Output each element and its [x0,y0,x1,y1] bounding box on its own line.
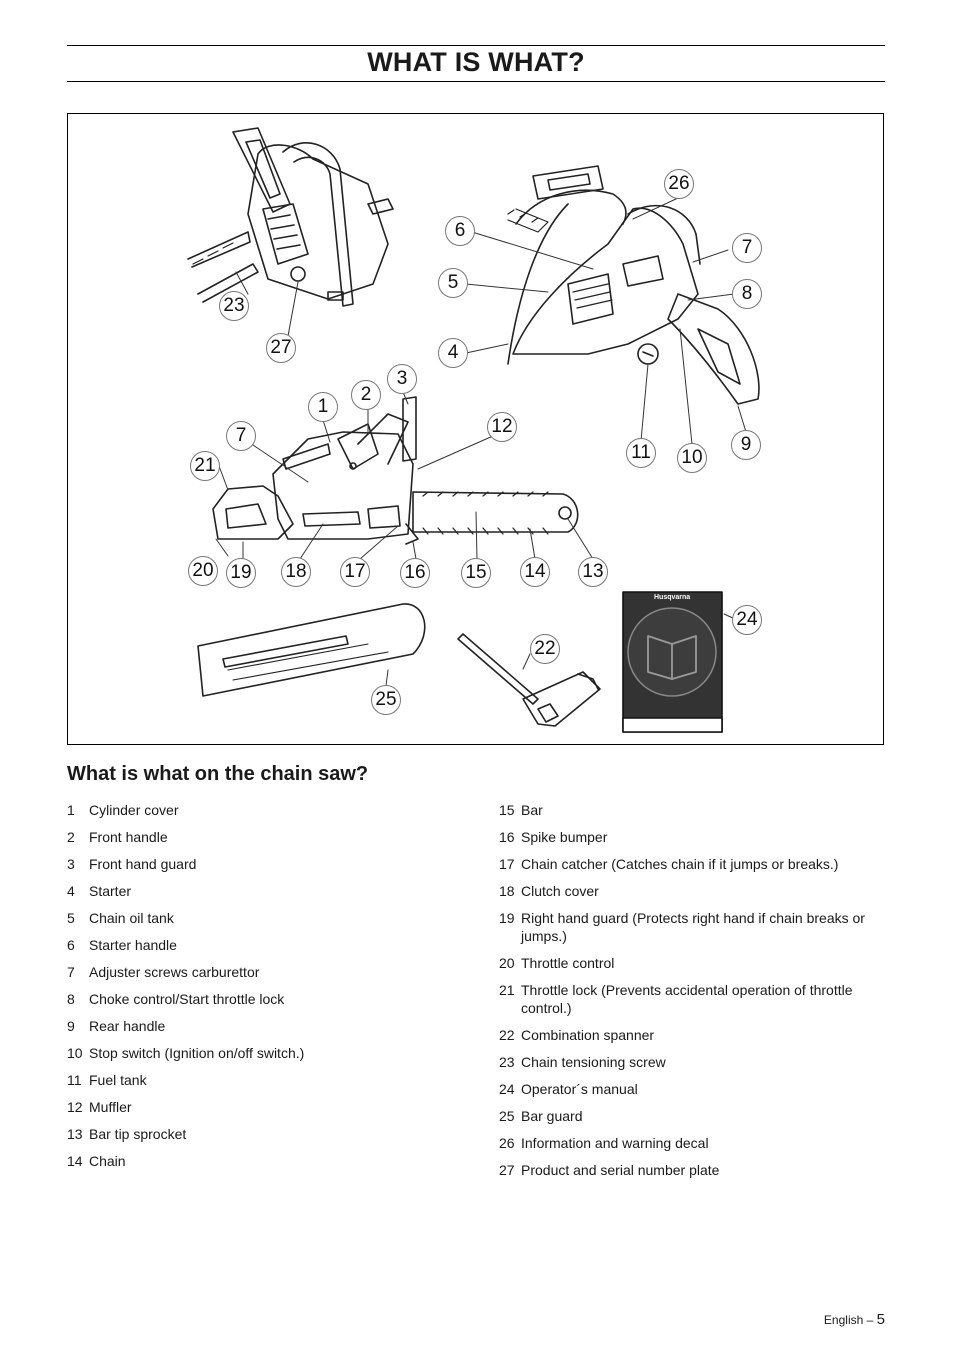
section-title: What is what on the chain saw? [67,763,369,785]
saw-side-view [212,396,579,545]
top-rule [67,45,885,46]
callout: 26 [664,169,694,199]
callout: 6 [445,216,475,246]
footer-dash: – [866,1313,874,1327]
callout: 4 [438,338,468,368]
saw-front-view [507,165,760,405]
callout: 1 [308,392,338,422]
callout: 24 [732,605,762,635]
callout: 15 [461,558,491,588]
footer-language: English [823,1313,864,1327]
callout: 19 [226,558,256,588]
operators-manual-illustration [622,591,723,733]
callout: 2 [351,380,381,410]
callout: 14 [520,557,550,587]
callout: 9 [731,430,761,460]
chainsaw-figure: 26 6 7 5 8 23 27 4 3 2 1 12 7 11 10 9 21… [67,113,884,745]
saw-rear-view [187,127,394,307]
callout: 16 [400,558,430,588]
callout: 18 [281,557,311,587]
callout: 8 [732,279,762,309]
title-underline [67,81,885,82]
bar-guard-illustration [197,603,426,697]
callout: 17 [340,557,370,587]
callout: 22 [530,634,560,664]
callout: 7 [732,233,762,263]
callout: 20 [188,556,218,586]
page-title: WHAT IS WHAT? [367,47,585,77]
manual-brand-label: Husqvarna [654,594,691,601]
callout: 3 [387,364,417,394]
callout: 23 [219,291,249,321]
callout: 5 [438,268,468,298]
callout: 13 [578,557,608,587]
chainsaw-illustration [187,127,760,733]
leader-lines [215,197,747,687]
page-footer: English – 5 [824,1311,885,1328]
callout: 25 [371,685,401,715]
callout: 10 [677,443,707,473]
spanner-illustration [457,633,601,727]
callout: 21 [190,451,220,481]
callout: 11 [626,438,656,468]
callout: 7 [226,421,256,451]
callout: 12 [487,412,517,442]
page-number: 5 [876,1311,885,1328]
callout: 27 [266,333,296,363]
